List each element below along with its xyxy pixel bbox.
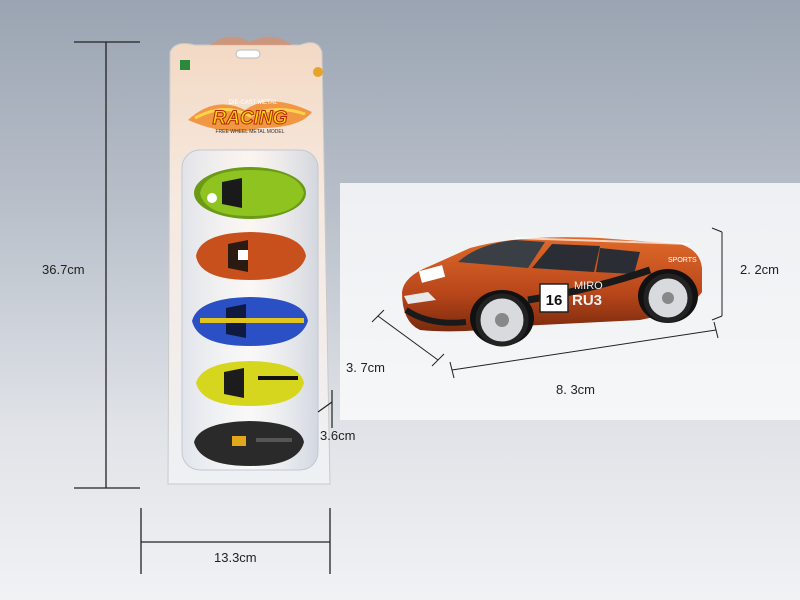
package-width-dimension <box>140 508 331 574</box>
package-height-label: 36.7cm <box>42 262 85 277</box>
package-height-dimension <box>74 41 140 489</box>
car-width-dimension <box>371 309 445 367</box>
car-decal-text-a: MIRO <box>574 280 603 292</box>
package-tagline: FREE WHEEL METAL MODEL <box>216 129 285 135</box>
package-depth-label: 3.6cm <box>320 428 356 443</box>
car-width-label: 3. 7cm <box>346 360 386 375</box>
car-length-dimension <box>449 321 719 379</box>
brand-line: DIE-CAST METAL <box>228 100 278 106</box>
car-in-package-orange <box>196 232 306 280</box>
package-depth-dimension <box>317 390 333 428</box>
car-in-package-blue <box>192 297 308 346</box>
car-closeup <box>402 237 702 347</box>
car-in-package-green <box>194 167 306 219</box>
package-width-label: 13.3cm <box>214 550 257 565</box>
car-number: 16 <box>546 292 563 309</box>
car-in-package-black <box>194 421 304 466</box>
package-title: RACING <box>213 108 288 129</box>
car-decal-text-b: RU3 <box>572 292 602 309</box>
car-in-package-yellow <box>196 361 304 406</box>
car-length-label: 8. 3cm <box>556 382 596 397</box>
car-height-dimension <box>711 227 723 321</box>
car-height-label: 2. 2cm <box>740 262 780 277</box>
car-decal-text-c: SPORTS <box>668 257 697 264</box>
